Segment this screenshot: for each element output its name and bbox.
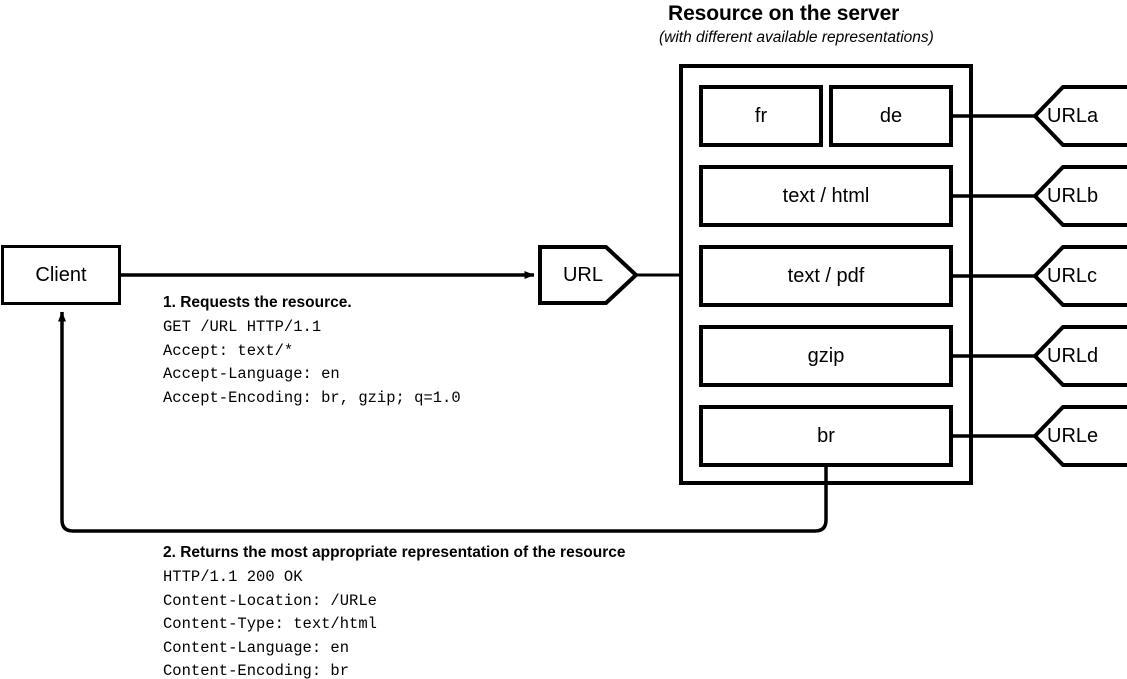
response-headers: HTTP/1.1 200 OK Content-Location: /URLe … — [163, 568, 377, 679]
representation-box-text-html[interactable] — [699, 165, 953, 227]
client-label: Client — [35, 263, 87, 286]
representation-box-fr[interactable] — [699, 85, 823, 147]
url-tag-shape-c[interactable] — [1032, 245, 1127, 307]
url-tag-label-e: URLe — [1047, 424, 1099, 447]
url-tag-label-c: URLc — [1047, 264, 1098, 287]
page-title: Resource on the server — [668, 2, 900, 25]
url-tag-shape-a[interactable] — [1032, 85, 1127, 147]
response-heading: 2. Returns the most appropriate represen… — [163, 544, 626, 561]
representation-label-fr: fr — [754, 104, 768, 127]
page-subtitle: (with different available representation… — [659, 29, 934, 46]
url-tag-label-d: URLd — [1047, 344, 1099, 367]
response-path — [58, 311, 828, 533]
representation-box-text-pdf[interactable] — [699, 245, 953, 307]
representation-label-text-pdf: text / pdf — [787, 264, 865, 287]
representation-box-gzip[interactable] — [699, 325, 953, 387]
url-tag-label-a: URLa — [1047, 104, 1099, 127]
url-tag-label-b: URLb — [1047, 184, 1099, 207]
representation-label-gzip: gzip — [807, 344, 845, 367]
representation-label-text-html: text / html — [782, 184, 870, 207]
request-headers: GET /URL HTTP/1.1 Accept: text/* Accept-… — [163, 318, 461, 407]
url-tag-shape-b[interactable] — [1032, 165, 1127, 227]
url-label: URL — [562, 263, 603, 286]
url-tag-shape-d[interactable] — [1032, 325, 1127, 387]
url-shape[interactable] — [538, 245, 639, 305]
request-heading: 1. Requests the resource. — [163, 294, 352, 311]
representation-label-de: de — [879, 104, 903, 127]
representation-label-br: br — [817, 424, 835, 447]
client-box[interactable] — [1, 245, 121, 305]
url-tag-shape-e[interactable] — [1032, 405, 1127, 467]
